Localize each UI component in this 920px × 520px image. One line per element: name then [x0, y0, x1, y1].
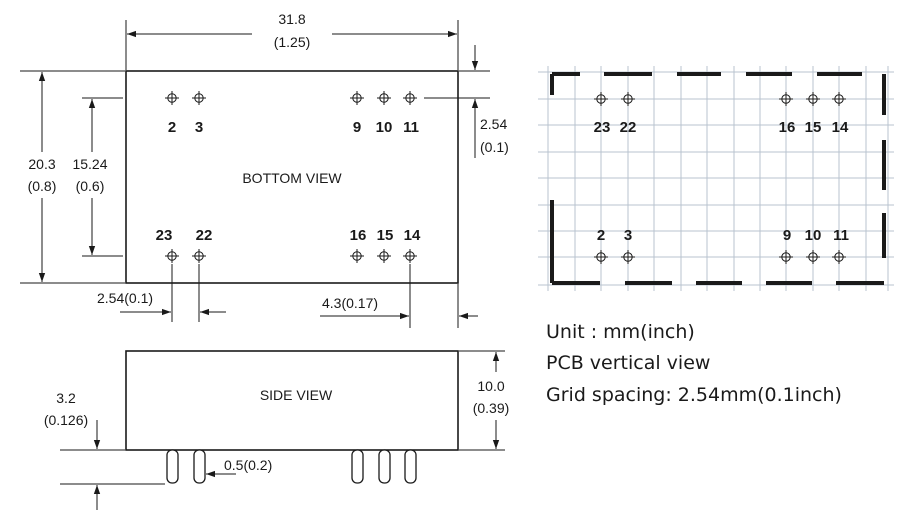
row-pitch-inch-label: (0.6)	[76, 178, 105, 194]
pin-pitch-label: 2.54(0.1)	[97, 290, 153, 306]
edge-offset-mm-label: 2.54	[480, 116, 507, 132]
pcb-pin-label: 3	[624, 227, 632, 244]
pcb-pin-9-marker	[778, 249, 794, 265]
pin-length-inch-label: (0.126)	[44, 412, 88, 428]
pcb-pin-label: 9	[783, 227, 791, 244]
pin-label: 10	[376, 119, 393, 136]
side-view-title: SIDE VIEW	[260, 387, 333, 403]
bottom-view-title: BOTTOM VIEW	[242, 170, 342, 186]
pcb-pin-16-marker	[778, 91, 794, 107]
width-mm-label: 31.8	[278, 11, 305, 27]
pcb-pin-14-marker	[831, 91, 847, 107]
width-inch-label: (1.25)	[274, 34, 311, 50]
side-pin	[378, 449, 391, 484]
pcb-pin-11-marker	[831, 249, 847, 265]
side-pin	[404, 449, 417, 484]
height-inch-label: (0.8)	[28, 178, 57, 194]
pcb-pin-label: 11	[833, 227, 849, 244]
pcb-pin-10-marker	[805, 249, 821, 265]
pcb-pin-15-marker	[805, 91, 821, 107]
pcb-pin-label: 10	[805, 227, 822, 244]
side-pin	[351, 449, 364, 484]
pcb-pin-22-marker	[620, 91, 636, 107]
edge-offset-inch-label: (0.1)	[480, 139, 509, 155]
bottom-view: BOTTOM VIEW 2 3 9 10 11 23 22 16 15 14 3…	[20, 11, 509, 328]
grid-note: Grid spacing: 2.54mm(0.1inch)	[546, 384, 842, 406]
side-view: SIDE VIEW 3.2 (0.126) 10.0 (0.39) 0.5(0.…	[44, 350, 510, 510]
pin-label: 9	[353, 119, 361, 136]
pin-diameter-label: 0.5(0.2)	[224, 457, 272, 473]
side-pin	[193, 449, 206, 484]
pcb-pin-3-marker	[620, 249, 636, 265]
view-note: PCB vertical view	[546, 352, 710, 374]
side-height-mm-label: 10.0	[477, 378, 504, 394]
pcb-pin-label: 23	[594, 119, 611, 136]
notes: Unit : mm(inch) PCB vertical view Grid s…	[546, 321, 842, 406]
module-outline-side	[125, 350, 459, 451]
pcb-pin-label: 22	[620, 119, 637, 136]
module-outline-bottom	[125, 70, 459, 284]
pin-label: 2	[168, 119, 176, 136]
height-mm-label: 20.3	[28, 156, 55, 172]
pcb-view: 23 22 16 15 14 2 3 9 10 11	[538, 66, 894, 291]
pcb-pin-label: 15	[805, 119, 822, 136]
pin-label: 11	[403, 119, 419, 136]
pin-label: 23	[156, 227, 173, 244]
unit-note: Unit : mm(inch)	[546, 321, 695, 343]
pin-label: 14	[404, 227, 421, 244]
pcb-pin-label: 2	[597, 227, 605, 244]
pcb-pin-label: 14	[832, 119, 849, 136]
pin-label: 3	[195, 119, 203, 136]
pcb-pin-2-marker	[593, 249, 609, 265]
pin-label: 16	[350, 227, 367, 244]
side-pin	[166, 449, 179, 484]
side-height-inch-label: (0.39)	[473, 400, 510, 416]
row-pitch-mm-label: 15.24	[72, 156, 107, 172]
pcb-pin-label: 16	[779, 119, 796, 136]
pin-label: 22	[196, 227, 213, 244]
pin-length-mm-label: 3.2	[56, 390, 76, 406]
pcb-pin-23-marker	[593, 91, 609, 107]
pcb-outline	[550, 72, 886, 285]
end-offset-label: 4.3(0.17)	[322, 295, 378, 311]
pin-label: 15	[377, 227, 394, 244]
